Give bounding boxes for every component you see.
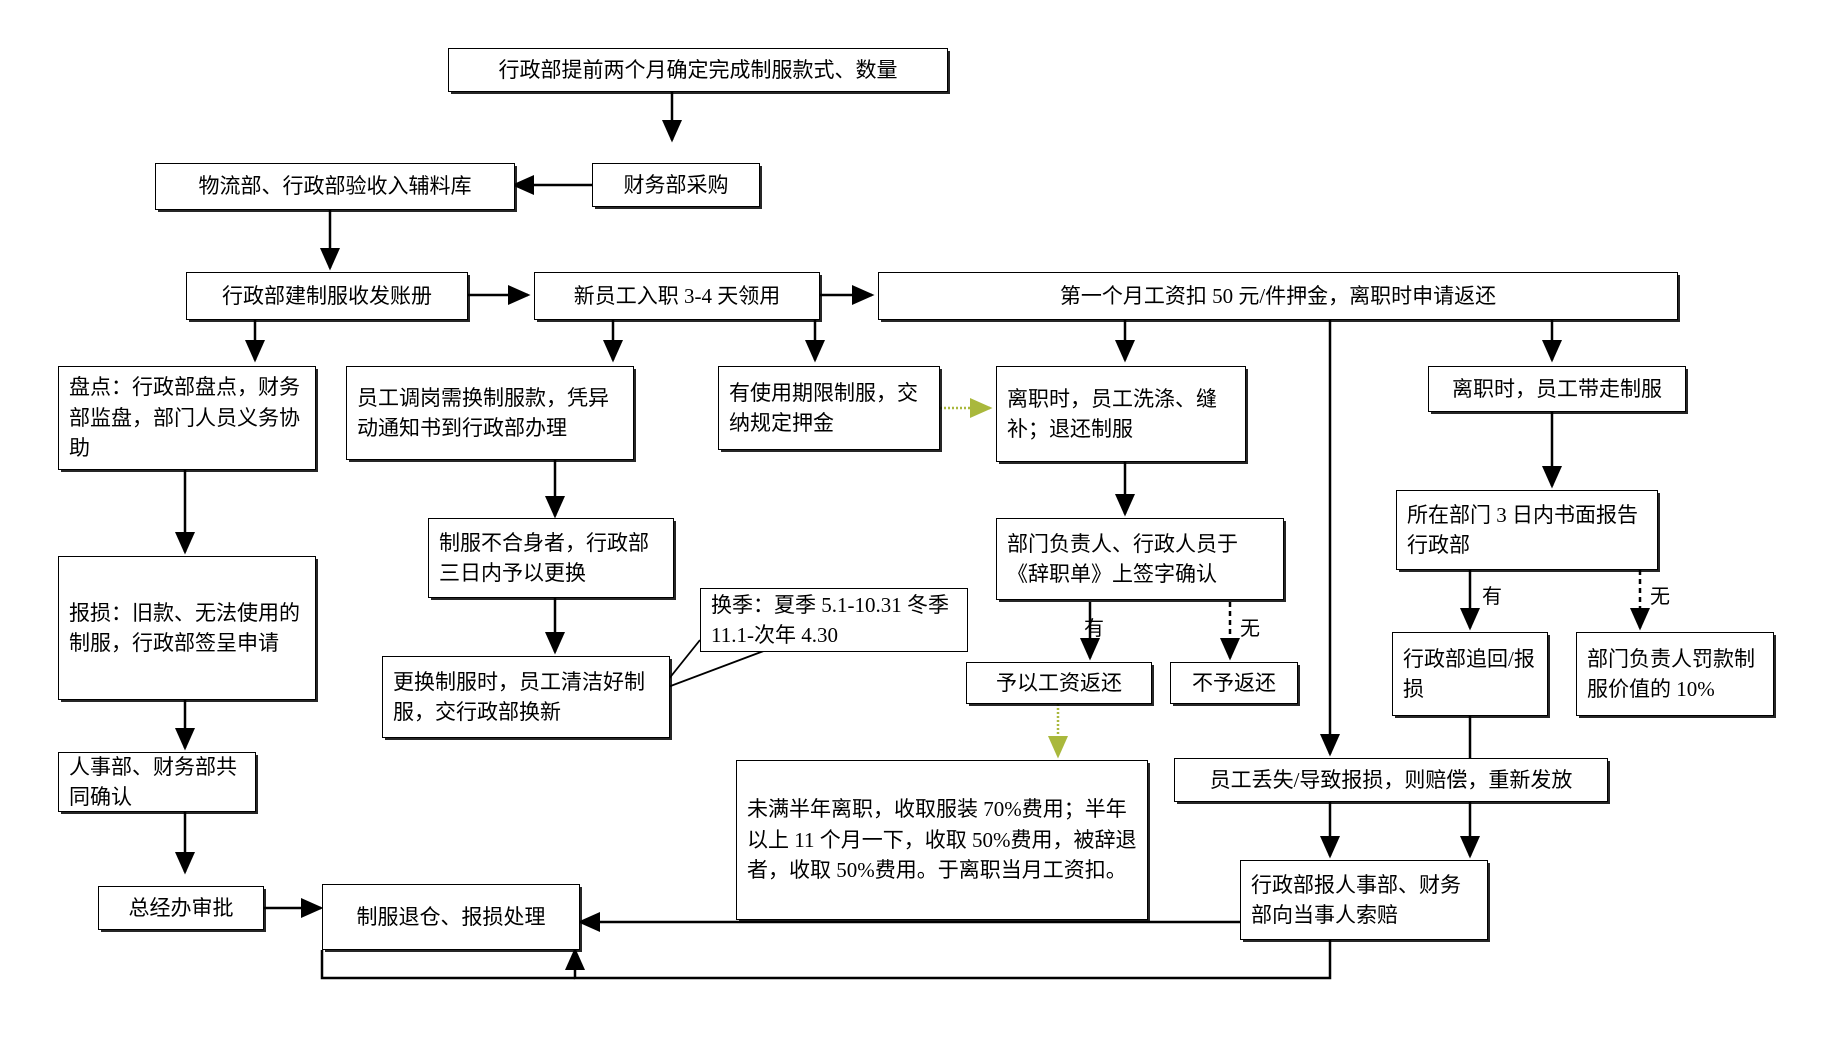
node-resign-take-uniform[interactable]: 离职时，员工带走制服 — [1428, 366, 1686, 412]
node-label: 制服不合身者，行政部三日内予以更换 — [439, 530, 649, 585]
node-dept-written-report[interactable]: 所在部门 3 日内书面报告行政部 — [1396, 490, 1658, 570]
node-label: 行政部提前两个月确定完成制服款式、数量 — [498, 57, 898, 82]
node-label: 更换制服时，员工清洁好制服，交行政部换新 — [393, 669, 645, 724]
node-label: 第一个月工资扣 50 元/件押金，离职时申请返还 — [1059, 283, 1497, 308]
node-label: 制服退仓、报损处理 — [356, 904, 546, 929]
node-label: 离职时，员工洗涤、缝补；退还制服 — [1007, 386, 1217, 441]
node-resign-wash-mend-return[interactable]: 离职时，员工洗涤、缝补；退还制服 — [996, 366, 1246, 462]
node-label: 所在部门 3 日内书面报告行政部 — [1407, 502, 1638, 557]
node-admin-recover-or-scrap[interactable]: 行政部追回/报损 — [1392, 632, 1548, 716]
edge-label-you-1: 有 — [1084, 618, 1104, 640]
node-label: 新员工入职 3-4 天领用 — [573, 283, 781, 308]
node-resignation-form-signoff[interactable]: 部门负责人、行政人员于《辞职单》上签字确认 — [996, 518, 1284, 600]
node-hr-finance-confirm[interactable]: 人事部、财务部共同确认 — [58, 752, 256, 812]
node-refund-via-salary[interactable]: 予以工资返还 — [966, 662, 1152, 704]
node-label: 总经办审批 — [128, 895, 234, 920]
node-logistics-admin-receive[interactable]: 物流部、行政部验收入辅料库 — [155, 163, 515, 210]
node-employee-loss-compensate[interactable]: 员工丢失/导致报损，则赔偿，重新发放 — [1174, 758, 1608, 802]
node-label: 人事部、财务部共同确认 — [69, 754, 237, 809]
node-label: 盘点：行政部盘点，财务部监盘，部门人员义务协助 — [69, 375, 300, 461]
node-replace-clean-uniform[interactable]: 更换制服时，员工清洁好制服，交行政部换新 — [382, 656, 670, 738]
node-admin-report-claim[interactable]: 行政部报人事部、财务部向当事人索赔 — [1240, 860, 1488, 940]
node-label: 行政部建制服收发账册 — [222, 283, 432, 308]
node-return-and-scrap-handling[interactable]: 制服退仓、报损处理 — [322, 884, 580, 950]
callout-season-change[interactable]: 换季：夏季 5.1-10.31 冬季 11.1-次年 4.30 — [700, 588, 968, 652]
node-label: 予以工资返还 — [996, 670, 1122, 695]
node-label: 有使用期限制服，交纳规定押金 — [729, 380, 918, 435]
node-label: 未满半年离职，收取服装 70%费用；半年以上 11 个月一下，收取 50%费用，… — [747, 797, 1137, 883]
node-uniform-misfit-replace[interactable]: 制服不合身者，行政部三日内予以更换 — [428, 518, 674, 598]
node-scrap-application[interactable]: 报损：旧款、无法使用的制服，行政部签呈申请 — [58, 556, 316, 700]
node-label: 部门负责人罚款制服价值的 10% — [1587, 646, 1755, 701]
node-resign-fee-rules[interactable]: 未满半年离职，收取服装 70%费用；半年以上 11 个月一下，收取 50%费用，… — [736, 760, 1148, 920]
node-label: 员工调岗需换制服款，凭异动通知书到行政部办理 — [357, 385, 609, 440]
node-label: 不予返还 — [1192, 670, 1276, 695]
node-label: 行政部追回/报损 — [1403, 646, 1535, 701]
node-inventory-count[interactable]: 盘点：行政部盘点，财务部监盘，部门人员义务协助 — [58, 366, 316, 470]
node-new-hire-issue[interactable]: 新员工入职 3-4 天领用 — [534, 272, 820, 320]
node-label: 行政部报人事部、财务部向当事人索赔 — [1251, 872, 1461, 927]
node-label: 离职时，员工带走制服 — [1452, 376, 1662, 401]
node-no-refund[interactable]: 不予返还 — [1170, 662, 1298, 704]
callout-label: 换季：夏季 5.1-10.31 冬季 11.1-次年 4.30 — [711, 592, 949, 647]
node-label: 财务部采购 — [623, 172, 729, 197]
edge-label-you-2: 有 — [1482, 586, 1502, 608]
node-label: 员工丢失/导致报损，则赔偿，重新发放 — [1209, 767, 1573, 792]
node-finance-purchase[interactable]: 财务部采购 — [592, 163, 760, 207]
node-gm-office-approval[interactable]: 总经办审批 — [98, 886, 264, 930]
node-label: 部门负责人、行政人员于《辞职单》上签字确认 — [1007, 531, 1238, 586]
node-first-month-deposit[interactable]: 第一个月工资扣 50 元/件押金，离职时申请返还 — [878, 272, 1678, 320]
node-label: 报损：旧款、无法使用的制服，行政部签呈申请 — [69, 600, 300, 655]
node-transfer-change-uniform[interactable]: 员工调岗需换制服款，凭异动通知书到行政部办理 — [346, 366, 634, 460]
edge-label-wu-1: 无 — [1240, 618, 1260, 640]
node-uniform-ledger[interactable]: 行政部建制服收发账册 — [186, 272, 468, 320]
node-label: 物流部、行政部验收入辅料库 — [198, 174, 472, 199]
edge-label-wu-2: 无 — [1650, 586, 1670, 608]
node-dept-head-fine[interactable]: 部门负责人罚款制服价值的 10% — [1576, 632, 1774, 716]
node-limited-life-uniform-deposit[interactable]: 有使用期限制服，交纳规定押金 — [718, 366, 940, 450]
node-determine-uniform-style[interactable]: 行政部提前两个月确定完成制服款式、数量 — [448, 48, 948, 92]
